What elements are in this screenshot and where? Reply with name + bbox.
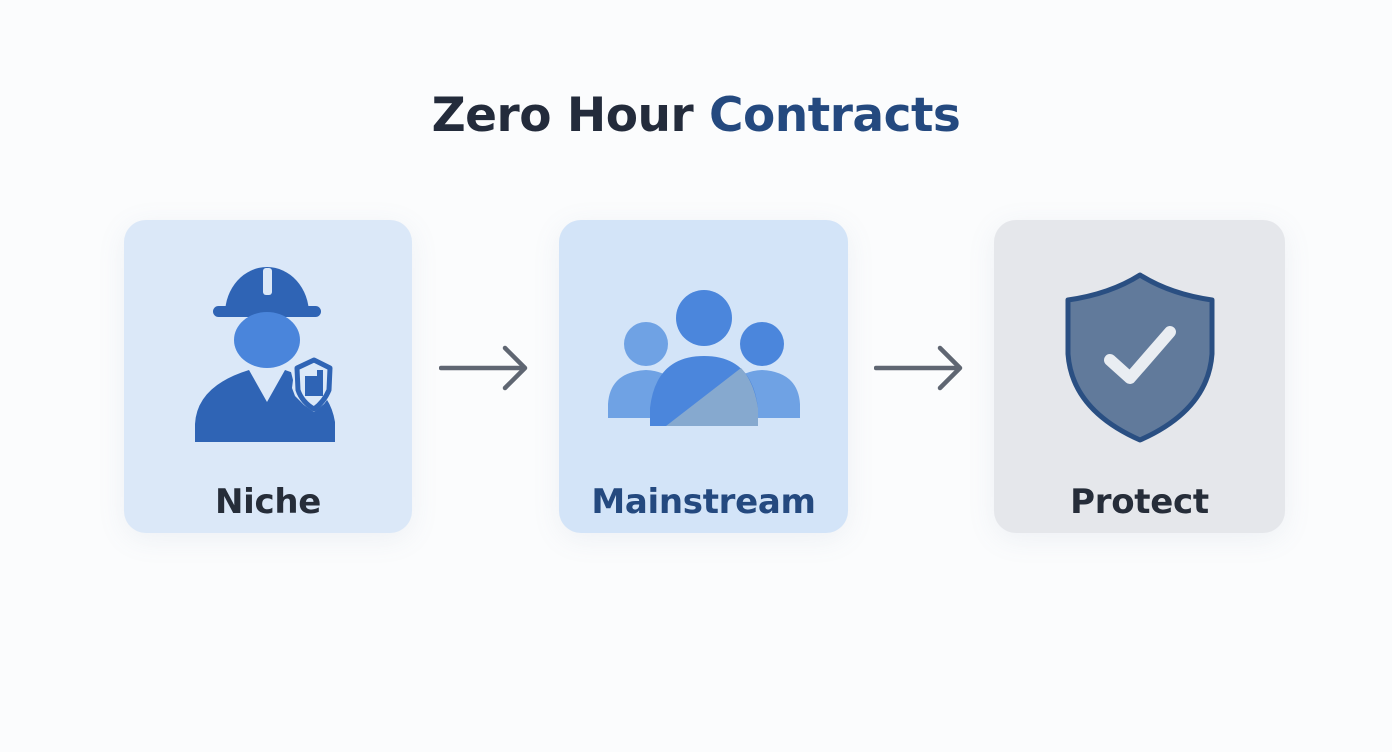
- title-accent: Contracts: [709, 88, 961, 143]
- step-card-niche: Niche: [124, 220, 412, 533]
- group-icon: [607, 290, 800, 426]
- construction-worker-icon: [195, 267, 335, 442]
- step-label: Protect: [1070, 482, 1209, 522]
- step-label: Niche: [214, 482, 322, 522]
- diagram-title: Zero Hour Contracts: [0, 88, 1392, 143]
- arrow-right-icon: [874, 345, 963, 391]
- arrow-right-icon: [439, 345, 528, 391]
- step-label: Mainstream: [591, 482, 816, 522]
- shield-check-icon: [1065, 272, 1214, 443]
- step-card-mainstream: Mainstream: [559, 220, 848, 533]
- step-card-protect: Protect: [994, 220, 1285, 533]
- title-main: Zero Hour: [431, 88, 709, 143]
